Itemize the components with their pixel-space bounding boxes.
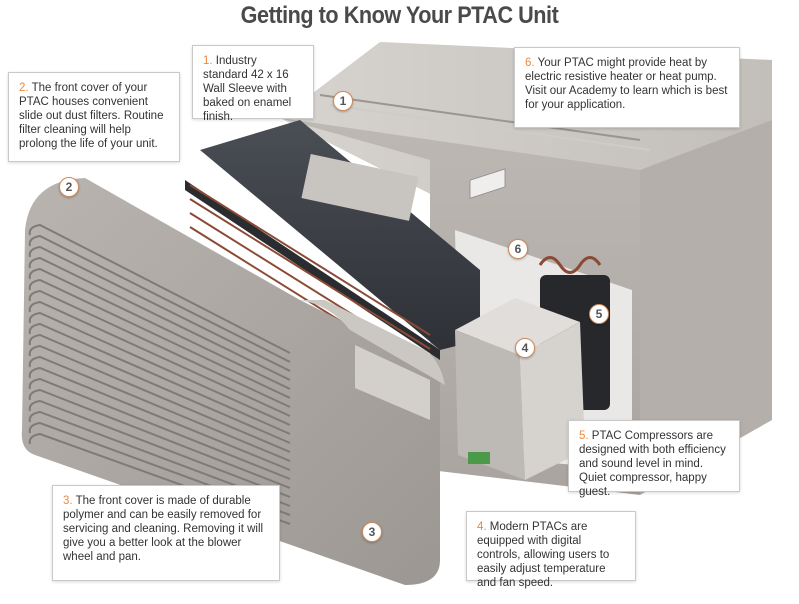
callout-text: PTAC Compressors are designed with both … <box>579 430 726 498</box>
callout-number: 5. <box>579 430 589 442</box>
louver-slat <box>28 366 291 471</box>
louver-slat <box>28 256 291 381</box>
coil-tube <box>189 184 431 336</box>
louver-slat <box>28 399 291 498</box>
marker-4: 4 <box>515 338 535 358</box>
callout-number: 1. <box>203 55 213 67</box>
callout-4: 4. Modern PTACs are equipped with digita… <box>466 511 636 589</box>
callout-text: Modern PTACs are equipped with digital c… <box>477 521 610 589</box>
louver-slat <box>28 311 291 426</box>
callout-1: 1. Industry standard 42 x 16 Wall Sleeve… <box>192 45 314 123</box>
callout-3: 3. The front cover is made of durable po… <box>52 485 280 581</box>
louver-slat <box>28 344 291 453</box>
louver-slat <box>28 333 291 444</box>
louver-slat <box>28 278 291 399</box>
callout-2: 2. The front cover of your PTAC houses c… <box>8 72 180 162</box>
callout-number: 3. <box>63 495 73 507</box>
callout-text: Industry standard 42 x 16 Wall Sleeve wi… <box>203 55 292 123</box>
marker-1: 1 <box>333 91 353 111</box>
louver-slat <box>28 322 291 435</box>
front-cover <box>21 178 445 585</box>
coil-tube <box>189 198 431 350</box>
callout-6: 6. Your PTAC might provide heat by elect… <box>514 47 740 128</box>
callout-number: 4. <box>477 521 487 533</box>
callout-number: 2. <box>19 82 29 94</box>
louver-slat <box>28 234 291 363</box>
callout-text: The front cover of your PTAC houses conv… <box>19 82 164 150</box>
marker-6: 6 <box>508 239 528 259</box>
louver-slat <box>28 245 291 372</box>
louver-slat <box>28 410 291 507</box>
louver-slat <box>28 300 291 417</box>
marker-5: 5 <box>589 304 609 324</box>
louver-slat <box>28 388 291 489</box>
page-title: Getting to Know Your PTAC Unit <box>240 2 559 29</box>
marker-3: 3 <box>362 522 382 542</box>
callout-text: Your PTAC might provide heat by electric… <box>525 57 728 111</box>
louver-slat <box>28 377 291 480</box>
marker-2: 2 <box>59 177 79 197</box>
louver-slat <box>28 223 291 354</box>
louver-slat <box>28 289 291 408</box>
callout-5: 5. PTAC Compressors are designed with bo… <box>568 420 740 498</box>
louver-slat <box>28 355 291 462</box>
louver-slat <box>28 267 291 390</box>
callout-text: The front cover is made of durable polym… <box>63 495 264 563</box>
louver-slat <box>28 432 291 525</box>
callout-number: 6. <box>525 57 535 69</box>
louver-slat <box>28 421 291 516</box>
